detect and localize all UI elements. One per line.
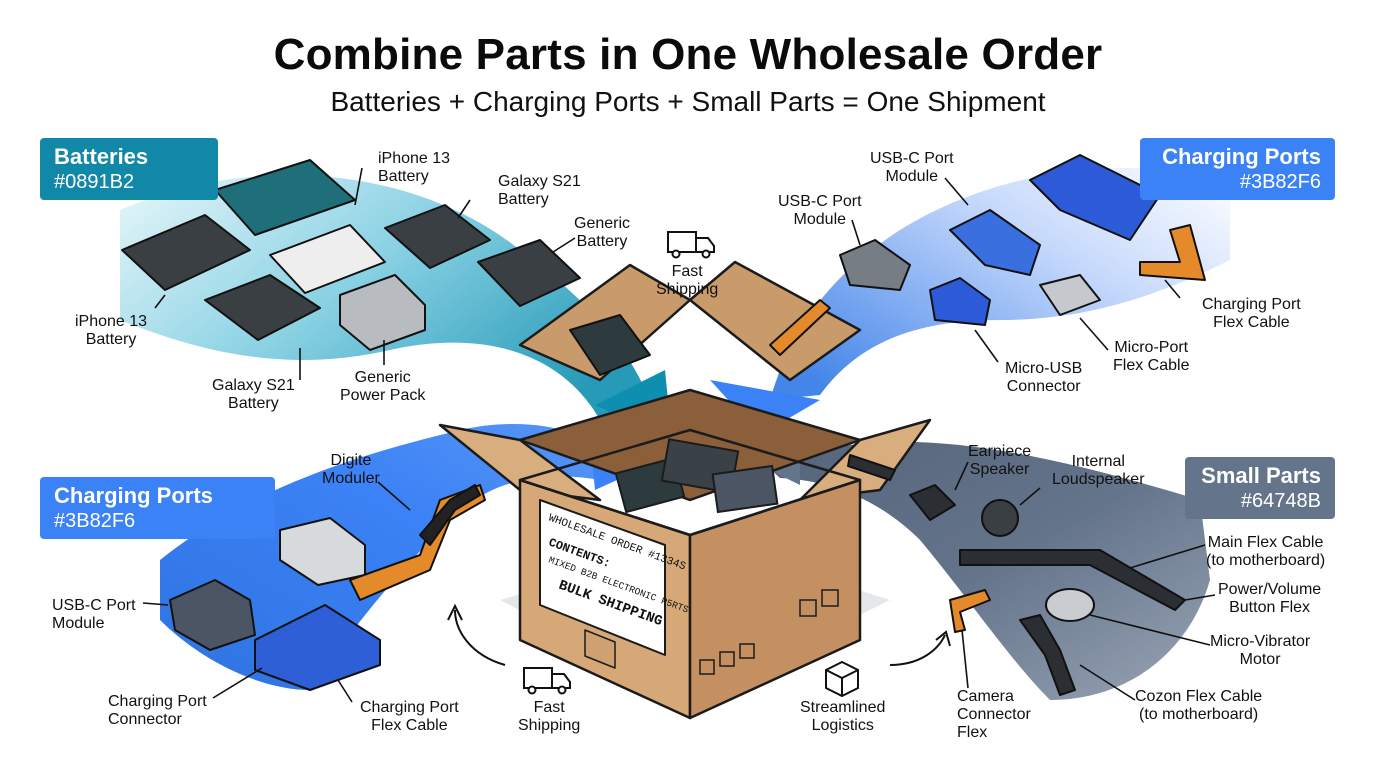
micro-port (1039, 274, 1101, 316)
usbc-module-mid (839, 239, 911, 291)
page-title: Combine Parts in One Wholesale Order (273, 30, 1103, 79)
connector-left (254, 604, 381, 691)
truck-icon (523, 667, 571, 695)
battery-falling (569, 314, 651, 376)
charging-top-arrowhead (710, 380, 820, 435)
category-charging-bottom: Charging Ports #3B82F6 (40, 477, 275, 539)
category-name: Charging Ports (54, 483, 213, 508)
category-name: Batteries (54, 144, 149, 169)
small-parts (847, 454, 1186, 696)
category-code: #64748B (1240, 490, 1321, 512)
category-charging-top: Charging Ports #3B82F6 (1140, 138, 1335, 200)
label-main-flex: Main Flex Cable(to motherboard) (1206, 534, 1326, 569)
falling-flex (769, 299, 831, 356)
small-parts-stream (760, 441, 1210, 700)
truck-icon (667, 231, 715, 259)
arrow-icon (447, 603, 951, 666)
usbc-module-big (949, 209, 1041, 276)
charging-bottom-parts (169, 484, 486, 691)
vibrator (1045, 588, 1095, 622)
battery-dark-lower (204, 274, 321, 341)
cardboard-box (438, 260, 932, 720)
usbc-bracket (1029, 154, 1161, 241)
category-small-parts: Small Parts #64748B (1185, 457, 1335, 519)
category-batteries: Batteries #0891B2 (40, 138, 218, 200)
camera-flex-orange (949, 589, 991, 633)
parts-in-box (614, 438, 779, 514)
battery-generic (477, 239, 581, 307)
cozon-flex (1019, 614, 1076, 696)
earpiece (909, 484, 956, 521)
category-code: #3B82F6 (1239, 171, 1321, 193)
category-name: Small Parts (1201, 463, 1321, 488)
micro-usb (929, 277, 991, 326)
box-handling-icons (699, 589, 839, 675)
category-code: #0891B2 (54, 171, 135, 193)
battery-dark-left (121, 214, 251, 291)
label-cozon-flex: Cozon Flex Cable(to motherboard) (1135, 688, 1263, 723)
charging-bottom-stream (160, 424, 620, 690)
leader-lines (142, 167, 1216, 703)
page-subtitle: Batteries + Charging Ports + Small Parts… (330, 86, 1046, 117)
loudspeaker (981, 499, 1019, 537)
main-flex (959, 549, 1186, 611)
usbc-left (169, 579, 256, 651)
category-name: Charging Ports (1162, 144, 1321, 169)
category-code: #3B82F6 (54, 510, 136, 532)
charging-top-parts (769, 154, 1206, 356)
battery-parts (121, 159, 651, 376)
battery-white (269, 224, 386, 294)
battery-galaxy (384, 204, 491, 269)
power-pack (339, 274, 426, 351)
flex-black-left (419, 484, 481, 546)
box-icon (825, 660, 859, 698)
charging-flex-orange (1139, 224, 1206, 281)
small-flex-top (847, 454, 896, 481)
battery-iphone13-teal (214, 159, 356, 236)
